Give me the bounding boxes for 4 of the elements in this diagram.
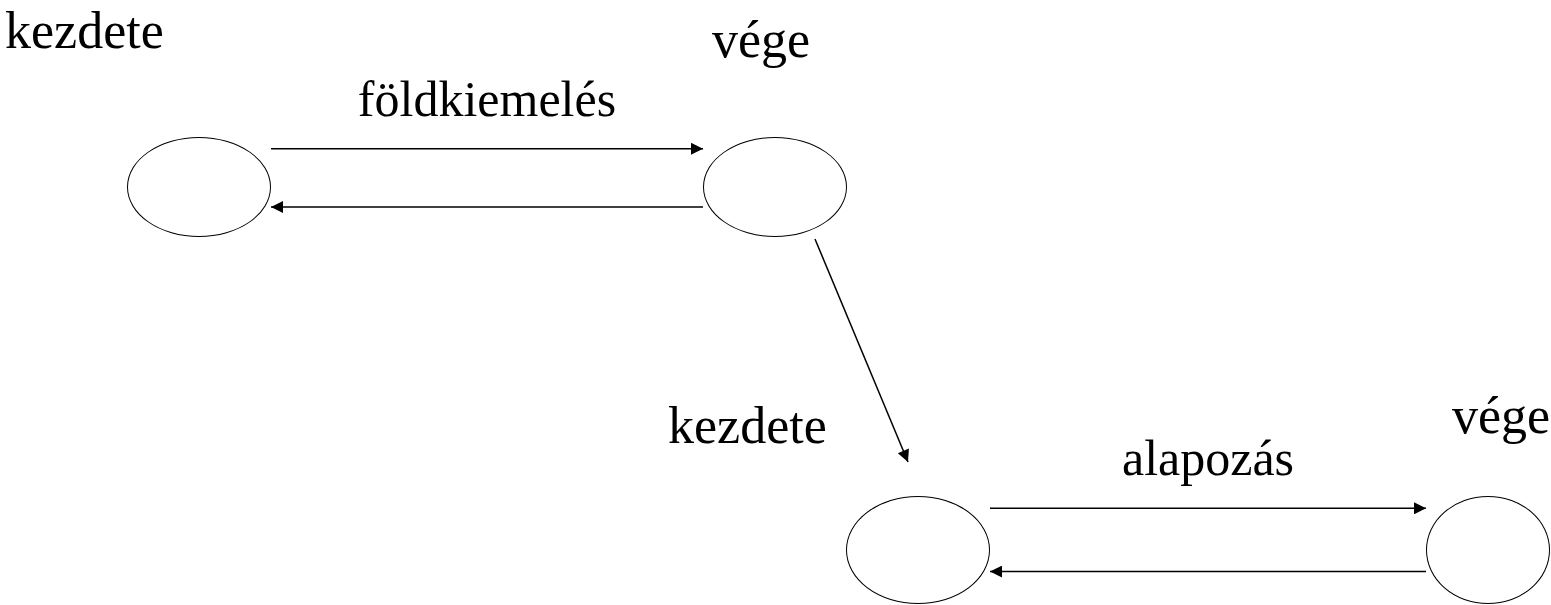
node-label: kezdete <box>668 400 827 452</box>
node-label: vége <box>712 14 811 66</box>
node-label: kezdete <box>5 5 164 57</box>
node-label: vége <box>1452 390 1551 442</box>
